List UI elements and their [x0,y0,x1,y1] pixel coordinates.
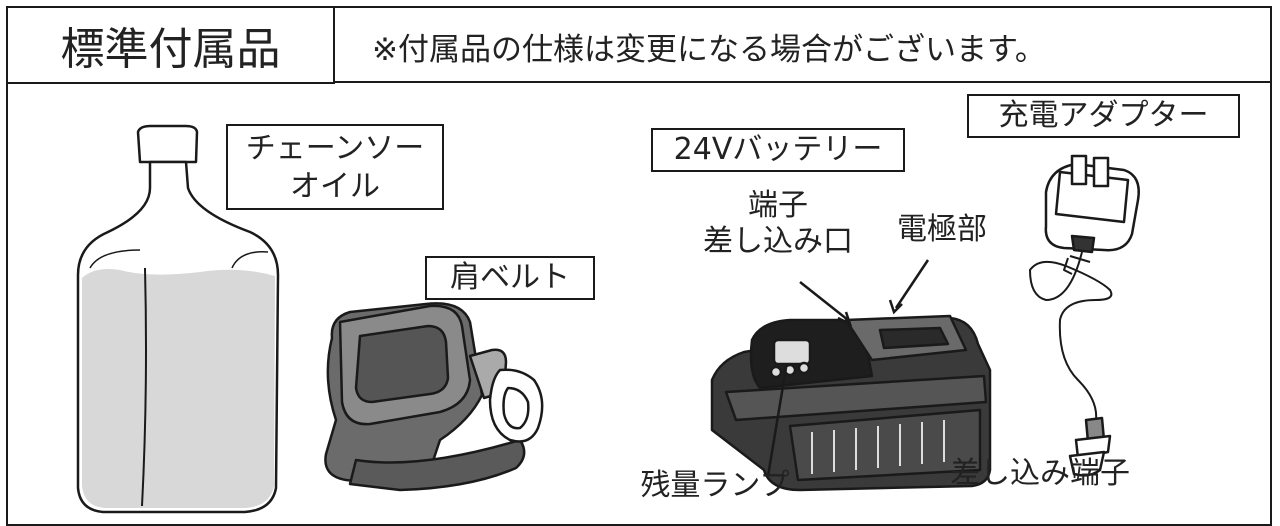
belt-label: 肩ベルト [425,256,595,300]
section-title: 標準付属品 [6,6,335,84]
oil-label-line1: チェーンソー [245,131,425,166]
terminal-slot-line2: 差し込み口 [703,224,853,259]
electrode-callout: 電極部 [897,212,987,247]
oil-label: チェーンソー オイル [226,124,444,210]
chainsaw-oil-bottle-illustration [76,124,280,514]
adapter-label: 充電アダプター [967,94,1240,138]
shoulder-belt-illustration [324,302,544,492]
spec-change-note: ※付属品の仕様は変更になる場合がございます。 [372,32,1046,68]
plug-terminal-callout: 差し込み端子 [950,456,1130,491]
charging-adapter-illustration [1029,154,1140,477]
oil-label-line2: オイル [290,169,380,204]
callout-lines [766,259,930,477]
battery-label: 24Vバッテリー [651,128,905,172]
terminal-slot-line1: 端子 [748,188,808,223]
header-divider [335,81,1272,83]
terminal-slot-callout: 端子 差し込み口 [688,188,868,260]
battery-illustration [710,314,992,492]
indicator-lamp-callout: 残量ランプ [640,468,790,503]
